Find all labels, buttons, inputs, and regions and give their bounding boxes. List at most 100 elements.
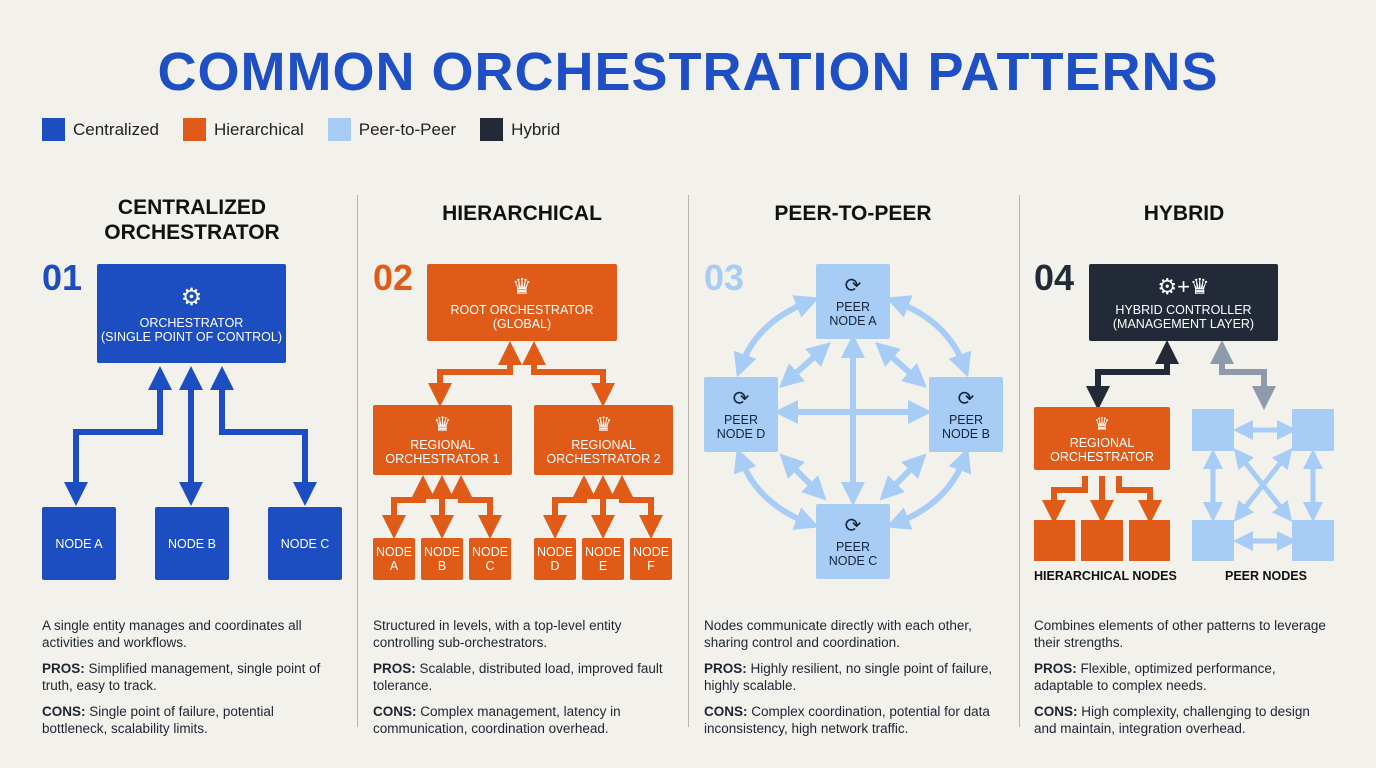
peer-nodes-caption: PEER NODES <box>1225 569 1307 583</box>
cons-text: CONS: Complex management, latency in com… <box>373 703 673 737</box>
legend-label: Centralized <box>73 119 159 139</box>
peer-node-b-box: ⟳ PEER NODE B <box>929 377 1003 452</box>
regional-label: REGIONAL ORCHESTRATOR 2 <box>546 438 661 466</box>
pros-label: PROS: <box>704 661 747 676</box>
legend-item-hybrid: Hybrid <box>480 118 560 141</box>
hierarchical-node <box>1034 520 1075 561</box>
regional-label: REGIONAL ORCHESTRATOR 1 <box>385 438 500 466</box>
page-title: COMMON ORCHESTRATION PATTERNS <box>157 42 1219 102</box>
hybrid-title: HYBRID <box>1143 202 1225 225</box>
pros-label: PROS: <box>373 661 416 676</box>
hierarchical-number: 02 <box>373 257 414 298</box>
cons-value: High complexity, challenging to design a… <box>1034 704 1310 736</box>
column-divider <box>688 195 689 727</box>
regional-label: REGIONAL ORCHESTRATOR <box>1050 435 1154 464</box>
peer-node-label: PEER NODE A <box>829 300 877 328</box>
hierarchical-nodes-caption: HIERARCHICAL NODES <box>1034 569 1177 583</box>
node-label: NODE B <box>168 536 216 551</box>
pros-value: Simplified management, single point of t… <box>42 661 321 693</box>
column-divider <box>1019 195 1020 727</box>
crown-icon: ♛ <box>512 273 532 299</box>
gear-icon: ⚙ <box>180 283 203 311</box>
pros-label: PROS: <box>42 661 85 676</box>
hybrid-controller-box: ⚙+♛ HYBRID CONTROLLER (MANAGEMENT LAYER) <box>1089 264 1278 341</box>
pros-text: PROS: Highly resilient, no single point … <box>704 660 1004 694</box>
node-e-box: NODE E <box>582 538 624 580</box>
root-orchestrator-box: ♛ ROOT ORCHESTRATOR (GLOBAL) <box>427 264 617 341</box>
cons-text: CONS: Single point of failure, potential… <box>42 703 342 737</box>
node-label: NODE C <box>471 545 509 573</box>
node-label: NODE F <box>632 545 670 573</box>
peer-node <box>1292 409 1334 451</box>
pros-text: PROS: Scalable, distributed load, improv… <box>373 660 673 694</box>
legend-label: Hierarchical <box>214 119 304 139</box>
legend-label: Hybrid <box>511 119 561 139</box>
hybrid-description: Combines elements of other patterns to l… <box>1034 617 1334 746</box>
p2p-arrows <box>733 295 972 530</box>
crown-icon: ♛ <box>594 414 613 436</box>
legend-label: Peer-to-Peer <box>358 119 457 139</box>
orchestrator-box: ⚙ ORCHESTRATOR (SINGLE POINT OF CONTROL) <box>97 264 286 363</box>
legend: Centralized Hierarchical Peer-to-Peer Hy… <box>42 118 584 141</box>
cons-label: CONS: <box>704 704 748 719</box>
crown-icon: ♛ <box>433 414 452 436</box>
cons-label: CONS: <box>373 704 417 719</box>
legend-item-peer: Peer-to-Peer <box>327 118 457 141</box>
cons-value: Complex management, latency in communica… <box>373 704 621 736</box>
cons-text: CONS: High complexity, challenging to de… <box>1034 703 1334 737</box>
node-d-box: NODE D <box>534 538 576 580</box>
p2p-description: Nodes communicate directly with each oth… <box>704 617 1004 746</box>
cons-value: Single point of failure, potential bottl… <box>42 704 274 736</box>
peer-node-a-box: ⟳ PEER NODE A <box>816 264 890 339</box>
description-text: A single entity manages and coordinates … <box>42 618 302 650</box>
node-f-box: NODE F <box>630 538 672 580</box>
regional-orchestrator-1-box: ♛ REGIONAL ORCHESTRATOR 1 <box>373 405 512 475</box>
node-label: NODE D <box>536 545 574 573</box>
legend-item-centralized: Centralized <box>42 118 159 141</box>
legend-swatch-hierarchical <box>183 118 206 141</box>
hierarchical-node <box>1129 520 1170 561</box>
pros-text: PROS: Simplified management, single poin… <box>42 660 342 694</box>
centralized-title: CENTRALIZED ORCHESTRATOR <box>104 196 280 244</box>
column-divider <box>357 195 358 727</box>
pros-value: Scalable, distributed load, improved fau… <box>373 661 663 693</box>
node-b-box: NODE B <box>421 538 463 580</box>
pros-value: Highly resilient, no single point of fai… <box>704 661 993 693</box>
cons-label: CONS: <box>1034 704 1078 719</box>
hybrid-arrows <box>1086 340 1276 410</box>
node-a-box: NODE A <box>42 507 116 580</box>
legend-swatch-centralized <box>42 118 65 141</box>
hierarchical-node <box>1081 520 1123 561</box>
node-label: NODE E <box>584 545 622 573</box>
hybrid-controller-label: HYBRID CONTROLLER (MANAGEMENT LAYER) <box>1112 302 1255 331</box>
network-icon: ⟳ <box>844 275 862 297</box>
centralized-arrows <box>64 366 317 506</box>
centralized-number: 01 <box>42 257 83 298</box>
hybrid-hierarchy-arrows <box>1042 476 1162 524</box>
node-label: NODE B <box>423 545 461 573</box>
peer-node <box>1192 520 1234 561</box>
cons-label: CONS: <box>42 704 86 719</box>
peer-node <box>1292 520 1334 561</box>
description-text: Nodes communicate directly with each oth… <box>704 618 972 650</box>
crown-icon: ♛ <box>1093 413 1111 434</box>
pros-label: PROS: <box>1034 661 1077 676</box>
hierarchical-description: Structured in levels, with a top-level e… <box>373 617 673 746</box>
node-b-box: NODE B <box>155 507 229 580</box>
p2p-number: 03 <box>704 257 745 298</box>
peer-node-c-box: ⟳ PEER NODE C <box>816 504 890 579</box>
legend-swatch-hybrid <box>480 118 504 141</box>
cons-text: CONS: Complex coordination, potential fo… <box>704 703 1004 737</box>
node-a-box: NODE A <box>373 538 415 580</box>
p2p-title: PEER-TO-PEER <box>774 202 932 225</box>
peer-node-label: PEER NODE D <box>716 413 766 441</box>
hybrid-regional-orchestrator-box: ♛ REGIONAL ORCHESTRATOR <box>1034 407 1170 470</box>
centralized-description: A single entity manages and coordinates … <box>42 617 342 746</box>
pros-value: Flexible, optimized performance, adaptab… <box>1034 661 1276 693</box>
legend-swatch-peer <box>327 118 351 141</box>
legend-item-hierarchical: Hierarchical <box>183 118 304 141</box>
node-label: NODE C <box>280 536 330 551</box>
peer-node-label: PEER NODE B <box>942 413 990 441</box>
network-icon: ⟳ <box>844 515 862 537</box>
